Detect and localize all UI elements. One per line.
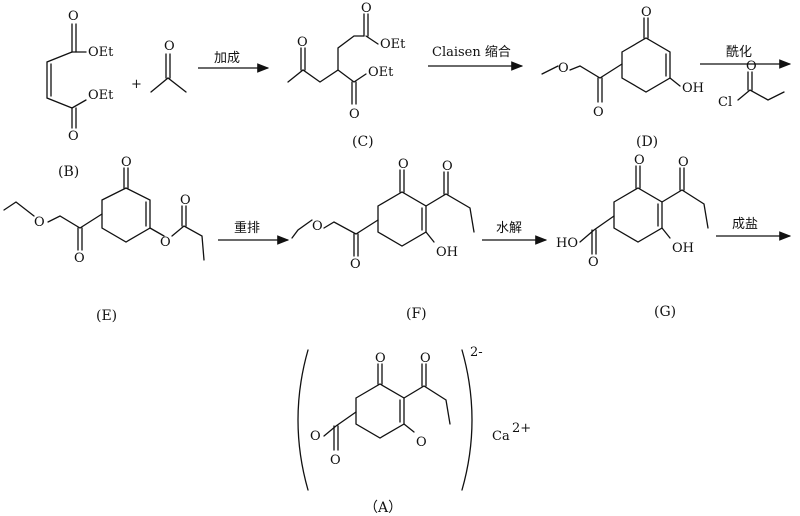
atom-o-acetone: O [164, 39, 175, 54]
atom-ho-g: HO [556, 236, 578, 251]
atom-ca: Ca [492, 429, 510, 444]
atom-cl: Cl [718, 95, 732, 110]
charge-ca-2plus: 2+ [512, 421, 531, 436]
atom-o-e5: O [34, 215, 45, 230]
atom-o-g3: O [588, 255, 599, 270]
propionyl-chloride-structure: O Cl [718, 59, 785, 110]
atom-o-f2: O [442, 159, 453, 174]
atom-o-a3: O [416, 435, 427, 450]
acetone-structure: O [150, 39, 187, 93]
atom-o-d1: O [641, 5, 652, 20]
atom-o-e1: O [121, 155, 132, 170]
atom-o-d3: O [558, 61, 569, 76]
atom-oet-c1: OEt [380, 37, 406, 52]
atom-o-b1: O [68, 9, 79, 24]
atom-o-c3: O [349, 107, 360, 122]
atom-o-c1: O [297, 35, 308, 50]
condition-salt: 成盐 [732, 217, 758, 232]
compound-a-structure: O O O O O [297, 349, 473, 491]
compound-label-f: (F) [406, 306, 427, 322]
atom-o-acyl: O [746, 59, 757, 74]
compound-e-structure: O O O O O [3, 155, 205, 266]
atom-oet-b2: OEt [88, 88, 114, 103]
condition-rearrangement: 重排 [234, 220, 260, 236]
atom-o-a5: O [310, 429, 321, 444]
condition-acylation: 酰化 [726, 45, 752, 60]
atom-oh-f: OH [436, 245, 458, 260]
atom-o-a1: O [375, 351, 386, 366]
atom-oh-d: OH [682, 81, 704, 96]
compound-label-c: (C) [352, 134, 374, 150]
compound-g-structure: O O OH O HO [556, 153, 709, 270]
atom-oh-g: OH [672, 241, 694, 256]
compound-f-structure: O O OH O O [291, 157, 475, 272]
compound-label-b: (B) [58, 164, 79, 180]
compound-label-g: (G) [654, 304, 676, 320]
condition-claisen: Claisen 缩合 [432, 44, 511, 60]
compound-label-e: (E) [96, 308, 117, 324]
compound-label-a: （A） [364, 500, 402, 516]
atom-o-b2: O [68, 129, 79, 144]
atom-o-g1: O [634, 153, 645, 168]
atom-o-f1: O [398, 157, 409, 172]
atom-o-a2: O [420, 351, 431, 366]
atom-o-e4: O [74, 251, 85, 266]
atom-o-f4: O [312, 219, 323, 234]
atom-oet-c2: OEt [368, 65, 394, 80]
condition-hydrolysis: 水解 [496, 221, 522, 236]
atom-o-d2: O [593, 105, 604, 120]
compound-d-structure: O OH O O [541, 5, 704, 120]
compound-c-structure: O O OEt OEt O [287, 1, 406, 122]
atom-o-e2: O [160, 235, 171, 250]
atom-o-g2: O [678, 155, 689, 170]
atom-o-e3: O [180, 193, 191, 208]
compound-label-d: (D) [636, 134, 658, 150]
condition-addition: 加成 [214, 51, 240, 66]
atom-oet-b1: OEt [88, 45, 114, 60]
atom-o-c2: O [361, 1, 372, 16]
charge-2minus: 2- [470, 345, 483, 360]
plus-sign: + [131, 77, 142, 92]
compound-b-structure: O OEt OEt O [46, 9, 114, 144]
atom-o-f3: O [350, 257, 361, 272]
atom-o-a4: O [330, 453, 341, 468]
